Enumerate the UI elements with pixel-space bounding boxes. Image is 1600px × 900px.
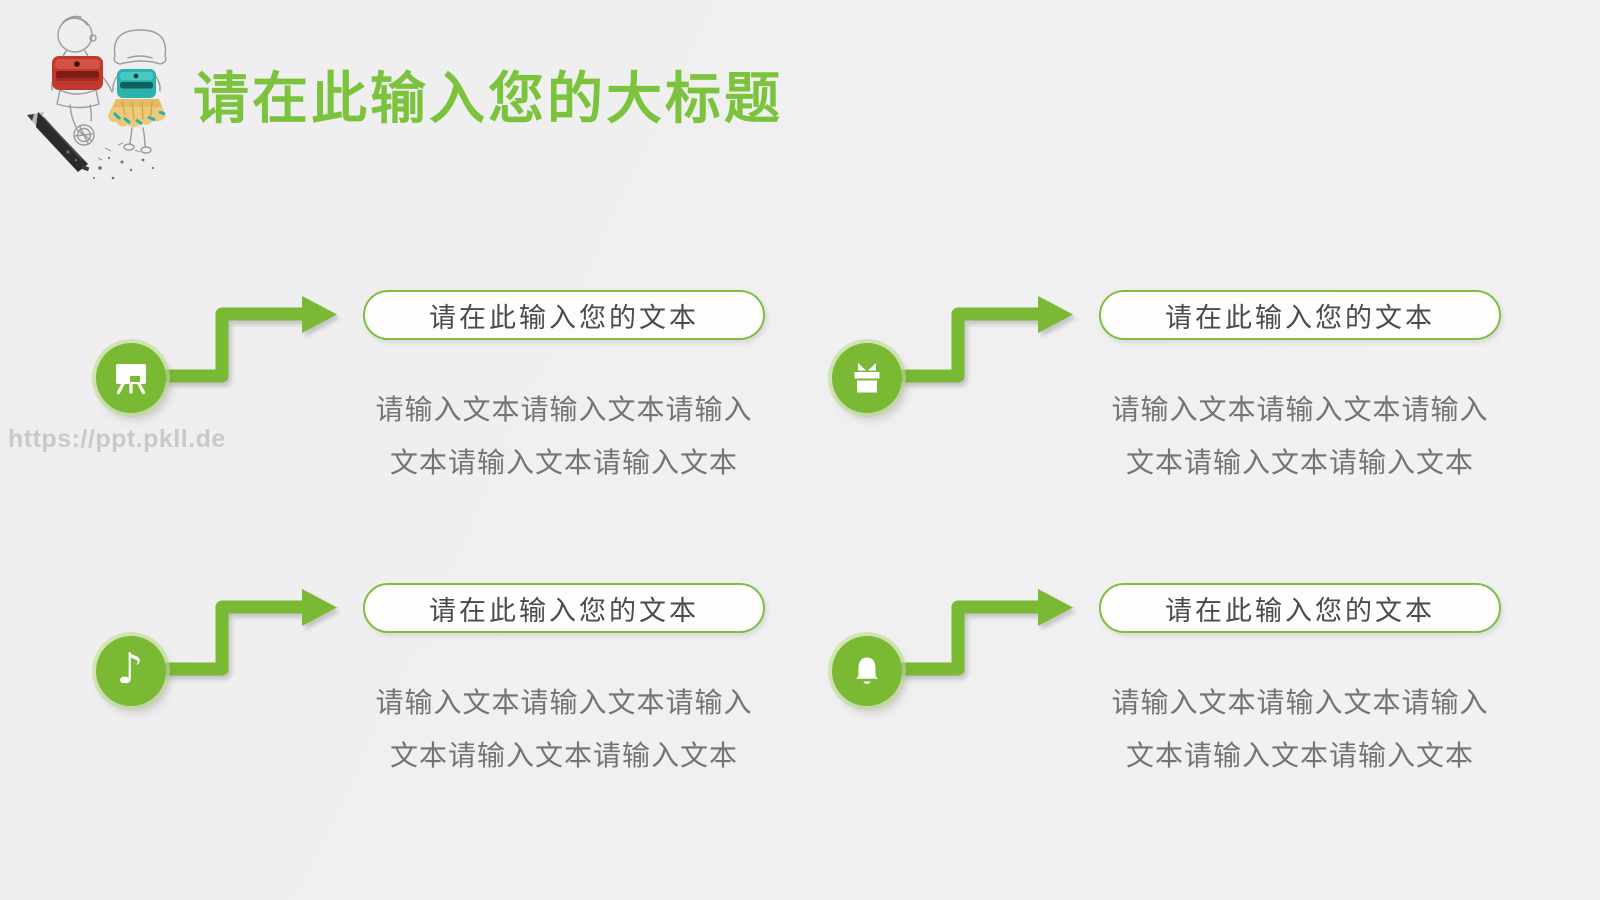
body-line: 文本请输入文本请输入文本	[1125, 447, 1474, 478]
content-block-1: 请在此输入您的文本 请输入文本请输入文本请输入 文本请输入文本请输入文本	[88, 283, 788, 583]
step-arrow-icon	[894, 589, 1073, 676]
body-text: 请输入文本请输入文本请输入 文本请输入文本请输入文本	[313, 383, 815, 489]
icon-circle	[96, 343, 166, 413]
body-text: 请输入文本请输入文本请输入 文本请输入文本请输入文本	[313, 676, 815, 782]
body-line: 请输入文本请输入文本请输入	[1111, 394, 1489, 425]
content-block-2: 请在此输入您的文本 请输入文本请输入文本请输入 文本请输入文本请输入文本	[824, 283, 1524, 583]
body-line: 请输入文本请输入文本请输入	[1111, 687, 1489, 718]
text-pill: 请在此输入您的文本	[363, 583, 765, 633]
body-line: 文本请输入文本请输入文本	[1125, 740, 1474, 771]
pill-label: 请在此输入您的文本	[1165, 302, 1435, 333]
content-block-3: ♪ 请在此输入您的文本 请输入文本请输入文本请输入 文本请输入文本请输入文本	[88, 576, 788, 876]
icon-circle	[832, 636, 902, 706]
step-arrow-icon	[894, 296, 1073, 383]
slide-title: 请在此输入您的大标题	[193, 67, 783, 130]
body-line: 文本请输入文本请输入文本	[389, 447, 738, 478]
music-note-icon: ♪	[116, 644, 144, 693]
pill-label: 请在此输入您的文本	[1165, 595, 1435, 626]
content-block-4: 请在此输入您的文本 请输入文本请输入文本请输入 文本请输入文本请输入文本	[824, 576, 1524, 876]
pencil-shavings-debris	[66, 142, 155, 180]
bell-icon	[856, 657, 878, 684]
text-pill: 请在此输入您的文本	[363, 290, 765, 340]
pill-label: 请在此输入您的文本	[429, 302, 699, 333]
kids-illustration	[27, 15, 167, 180]
body-line: 文本请输入文本请输入文本	[389, 740, 738, 771]
red-sharpener-backpack	[52, 56, 103, 90]
gift-icon	[854, 363, 880, 393]
watermark-url: https://ppt.pkll.de	[8, 425, 226, 453]
shaving-skirt	[108, 99, 166, 128]
step-arrow-icon	[158, 589, 337, 676]
text-pill: 请在此输入您的文本	[1099, 290, 1501, 340]
body-text: 请输入文本请输入文本请输入 文本请输入文本请输入文本	[1049, 676, 1551, 782]
pencil	[27, 112, 88, 172]
step-arrow-icon	[158, 296, 337, 383]
easel-icon	[116, 364, 146, 395]
body-text: 请输入文本请输入文本请输入 文本请输入文本请输入文本	[1049, 383, 1551, 489]
text-pill: 请在此输入您的文本	[1099, 583, 1501, 633]
teal-sharpener-backpack	[117, 69, 156, 98]
body-line: 请输入文本请输入文本请输入	[375, 394, 753, 425]
pill-label: 请在此输入您的文本	[429, 595, 699, 626]
icon-circle: ♪	[96, 636, 166, 706]
icon-circle	[832, 343, 902, 413]
body-line: 请输入文本请输入文本请输入	[375, 687, 753, 718]
